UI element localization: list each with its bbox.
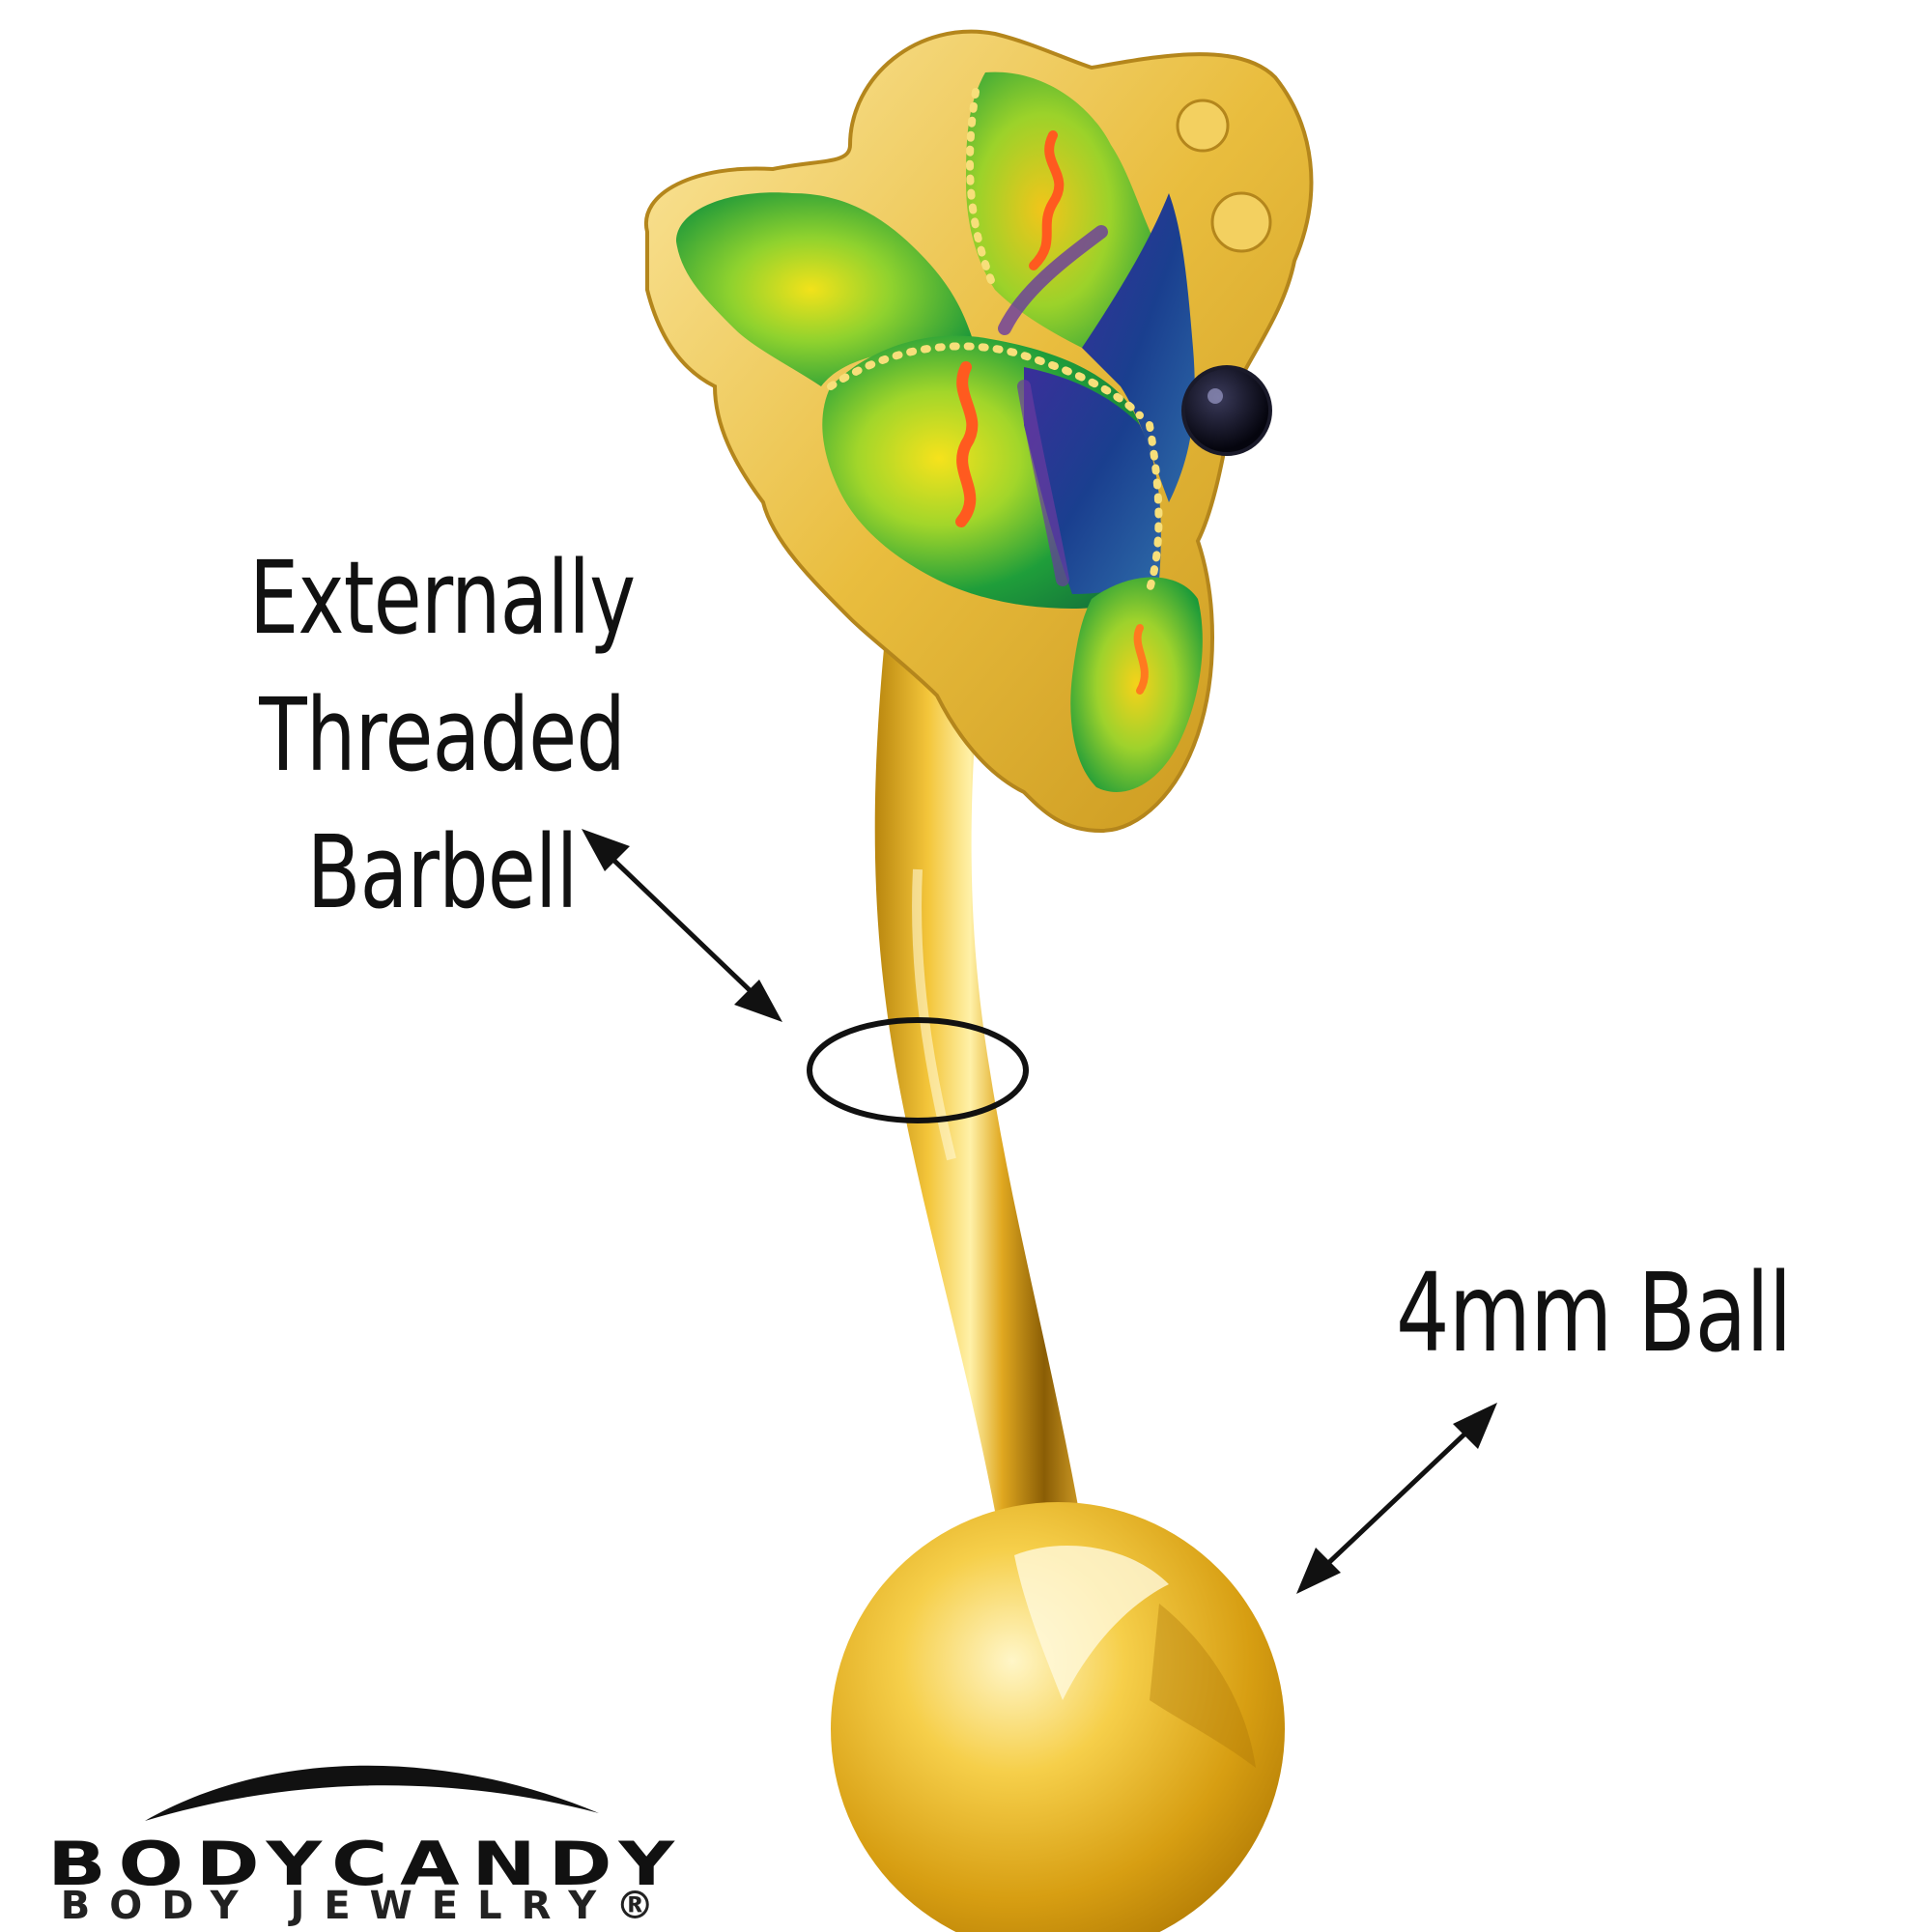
butterfly-top bbox=[643, 29, 1314, 834]
barbell-callout-line1: Externally bbox=[249, 539, 636, 657]
accent-squiggle bbox=[955, 361, 979, 527]
logo-tagline: BODY JEWELRY® bbox=[60, 1884, 674, 1928]
ball-arrow bbox=[1296, 1403, 1497, 1594]
accent-purple bbox=[998, 225, 1108, 335]
accent-purple bbox=[1017, 380, 1069, 586]
barbell-callout-line2: Threaded bbox=[259, 676, 626, 794]
gem-sparkle bbox=[1208, 388, 1223, 404]
barbell-callout-line3: Barbell bbox=[306, 813, 579, 931]
barbell-rod bbox=[874, 618, 1087, 1565]
wing-top-left bbox=[676, 192, 976, 386]
barbell-arrow bbox=[582, 829, 782, 1022]
brand-logo: BODYCANDY BODY JEWELRY® bbox=[19, 1753, 715, 1932]
ball-callout: 4mm Ball bbox=[1396, 1251, 1792, 1377]
wing-top-right bbox=[966, 71, 1159, 348]
beaded-divider bbox=[966, 88, 999, 294]
beaded-divider bbox=[827, 342, 1144, 419]
wing-small-bottom bbox=[1070, 577, 1203, 792]
butterfly-head bbox=[1176, 99, 1230, 153]
black-gem bbox=[1181, 365, 1272, 456]
logo-swoosh-icon bbox=[145, 1765, 599, 1821]
butterfly-head bbox=[1210, 191, 1272, 253]
end-ball bbox=[831, 1502, 1285, 1932]
ball-highlight bbox=[1014, 1546, 1169, 1700]
barbell-callout: Externally Threaded Barbell bbox=[249, 529, 636, 941]
accent-squiggle bbox=[1029, 130, 1065, 270]
ball-shade bbox=[1150, 1604, 1256, 1768]
beaded-divider bbox=[1146, 421, 1163, 593]
logo-brand-text: BODYCANDY bbox=[47, 1829, 687, 1899]
accent-squiggle bbox=[1133, 624, 1149, 695]
wing-blue-right bbox=[1082, 193, 1195, 502]
thread-ring bbox=[807, 1017, 1029, 1123]
